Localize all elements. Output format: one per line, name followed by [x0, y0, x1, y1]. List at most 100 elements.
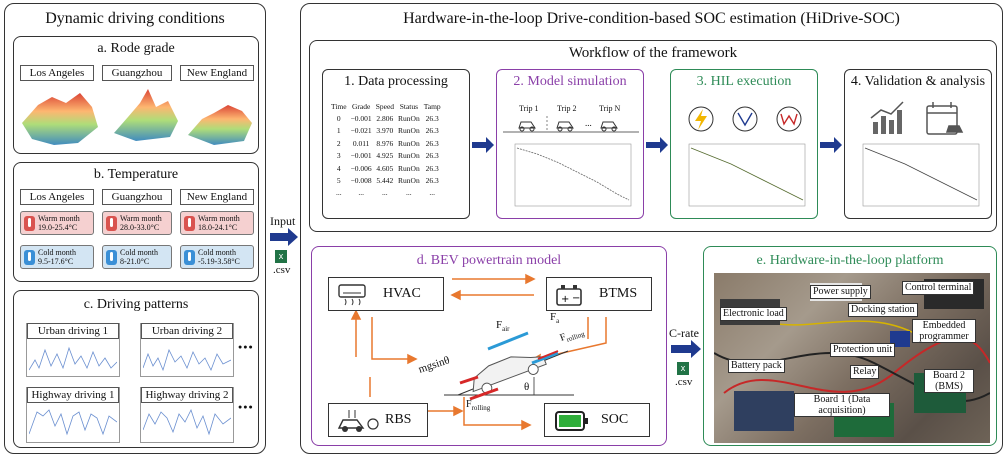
- car-icon: [556, 121, 574, 132]
- highway-driving-2-chart: Highway driving 2: [140, 387, 234, 443]
- warm-range: 19.0-25.4°C: [38, 223, 78, 232]
- label-board1: Board 1 (Data acquisition): [794, 393, 890, 417]
- c-rate-csv-label: .csv: [675, 376, 693, 388]
- warm-range: 18.0-24.1°C: [198, 223, 238, 232]
- car-icon: [518, 121, 536, 132]
- label-electronic-load: Electronic load: [720, 307, 787, 321]
- warm-label: Warm month: [198, 214, 240, 223]
- label-control-terminal: Control terminal: [902, 281, 975, 295]
- step-validation-analysis: 4. Validation & analysis: [844, 69, 992, 219]
- hil-photo: Power supply Control terminal Electronic…: [714, 273, 990, 443]
- step1-title: 1. Data processing: [344, 74, 448, 89]
- warm-label: Warm month: [38, 214, 80, 223]
- speed-trace: [143, 408, 231, 436]
- chart-label: Highway driving 1: [27, 387, 119, 403]
- thermometer-icon: [184, 216, 195, 231]
- c-rate-arrow: [671, 340, 701, 358]
- air-conditioner-icon: [338, 284, 366, 306]
- temperature-title: b. Temperature: [93, 167, 179, 182]
- step2-title: 2. Model simulation: [513, 74, 627, 89]
- step-hil-execution: 3. HIL execution: [670, 69, 818, 219]
- simulation-soc-curve: [514, 143, 632, 207]
- trip-dots: ...: [585, 118, 592, 128]
- calendar-car-icon: [926, 102, 964, 135]
- rbs-label: RBS: [385, 412, 412, 427]
- col-tamp: Tamp: [423, 101, 441, 111]
- f-rolling-lower-label: Frolling: [466, 399, 491, 412]
- urban-driving-1-chart: Urban driving 1: [26, 323, 120, 377]
- thermometer-icon: [106, 216, 117, 231]
- valley-icon: [732, 106, 758, 132]
- thermometer-icon: [106, 250, 117, 265]
- workflow-title: Workflow of the framework: [568, 45, 738, 61]
- label-relay: Relay: [850, 365, 880, 379]
- city-los-angeles: Los Angeles: [20, 65, 94, 81]
- temp-city-los-angeles: Los Angeles: [20, 189, 94, 205]
- cold-month-los-angeles: Cold month 9.5-17.6°C: [20, 245, 94, 269]
- vehicle-force-diagram: [444, 331, 574, 401]
- chart-label: Urban driving 1: [27, 323, 119, 339]
- trip-n-label: Trip N: [599, 104, 621, 113]
- hil-title: e. Hardware-in-the-loop platform: [756, 253, 944, 268]
- btms-node: +− BTMS: [546, 277, 652, 311]
- warm-month-guangzhou: Warm month 28.0-33.0°C: [102, 211, 172, 235]
- hil-soc-curve: [688, 143, 806, 207]
- label-board2: Board 2 (BMS): [924, 369, 974, 393]
- step3-title: 3. HIL execution: [696, 74, 792, 89]
- dynamic-driving-conditions-panel: Dynamic driving conditions a. Rode grade…: [4, 3, 266, 454]
- more-highway-patterns: ●●●: [238, 403, 254, 411]
- cold-label: Cold month: [120, 248, 159, 257]
- step-model-simulation: 2. Model simulation Trip 1 Trip 2 Trip N…: [496, 69, 644, 219]
- soc-node: SOC: [544, 403, 650, 437]
- input-arrow: [270, 228, 298, 246]
- arrow-1-2: [472, 137, 494, 153]
- car-body-icon: [472, 356, 547, 394]
- col-time: Time: [331, 101, 347, 111]
- ev-charging-icon: [337, 410, 379, 432]
- svg-text:−: −: [572, 293, 580, 304]
- hvac-label: HVAC: [383, 286, 421, 301]
- f-a-label: Fa: [550, 311, 560, 326]
- chart-label: Highway driving 2: [141, 387, 233, 403]
- thermometer-icon: [184, 250, 195, 265]
- theta-label: θ: [524, 381, 530, 393]
- wave-icon: [776, 106, 802, 132]
- cold-month-guangzhou: Cold month 8-21.0°C: [102, 245, 172, 269]
- hil-icons: [688, 106, 802, 132]
- input-csv-label: .csv: [273, 264, 291, 276]
- battery-level-icon: [555, 411, 588, 431]
- bev-powertrain-panel: d. BEV powertrain model HVAC +− BTMS: [311, 246, 667, 446]
- driving-patterns-title: c. Driving patterns: [83, 297, 189, 312]
- svg-text:+: +: [561, 294, 569, 305]
- urban-driving-2-chart: Urban driving 2: [140, 323, 234, 377]
- cold-month-new-england: Cold month -5.19-3.58°C: [180, 245, 254, 269]
- highway-driving-1-chart: Highway driving 1: [26, 387, 120, 443]
- warm-range: 28.0-33.0°C: [120, 223, 160, 232]
- main-title: Hardware-in-the-loop Drive-condition-bas…: [403, 10, 900, 27]
- excel-icon: x: [275, 250, 287, 263]
- step-data-processing: 1. Data processing Time Grade Speed Stat…: [322, 69, 470, 219]
- warm-label: Warm month: [120, 214, 162, 223]
- table-header-row: Time Grade Speed Status Tamp: [329, 100, 443, 112]
- bar-chart-icon: [870, 101, 904, 134]
- warm-month-los-angeles: Warm month 19.0-25.4°C: [20, 211, 94, 235]
- cold-range: 8-21.0°C: [120, 257, 150, 266]
- label-protection-unit: Protection unit: [830, 343, 896, 357]
- warm-month-new-england: Warm month 18.0-24.1°C: [180, 211, 254, 235]
- temp-city-new-england: New England: [180, 189, 254, 205]
- trip-cars: [503, 116, 639, 133]
- label-battery-pack: Battery pack: [728, 359, 785, 373]
- cold-label: Cold month: [38, 248, 77, 257]
- car-icon: [600, 121, 618, 132]
- col-speed: Speed: [375, 101, 395, 111]
- validation-soc-curve: [862, 143, 980, 207]
- speed-trace: [29, 409, 117, 436]
- chart-label: Urban driving 2: [141, 323, 233, 339]
- hidrive-soc-panel: Hardware-in-the-loop Drive-condition-bas…: [300, 3, 1003, 454]
- soc-label: SOC: [601, 412, 629, 427]
